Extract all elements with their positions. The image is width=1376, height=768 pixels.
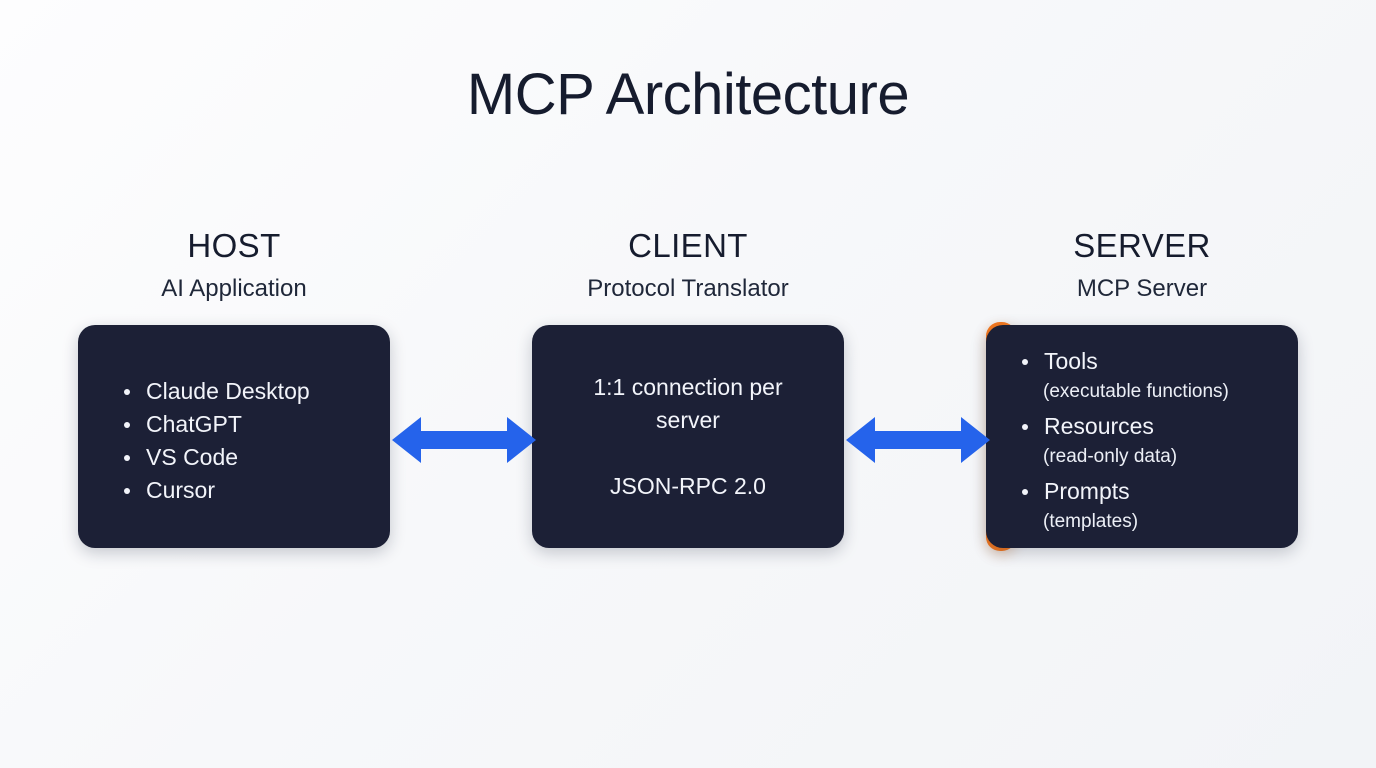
host-item-list: Claude Desktop ChatGPT VS Code Cursor bbox=[124, 375, 376, 507]
list-item[interactable]: Tools (executable functions) bbox=[1022, 345, 1284, 405]
server-item-label: Resources bbox=[1044, 413, 1154, 439]
list-item[interactable]: Claude Desktop bbox=[124, 375, 376, 408]
host-subtitle: AI Application bbox=[161, 274, 307, 302]
double-arrow-icon bbox=[390, 413, 538, 467]
list-item[interactable]: Resources (read-only data) bbox=[1022, 410, 1284, 470]
server-subtitle: MCP Server bbox=[1076, 274, 1208, 302]
client-subtitle: Protocol Translator bbox=[587, 274, 789, 302]
host-role-label: HOST bbox=[187, 227, 281, 264]
host-item-label: ChatGPT bbox=[146, 411, 242, 437]
server-card[interactable]: Tools (executable functions) Resources (… bbox=[986, 325, 1298, 548]
client-card[interactable]: 1:1 connection per server JSON-RPC 2.0 bbox=[532, 325, 844, 548]
double-arrow-icon bbox=[844, 413, 992, 467]
server-item-note: (templates) bbox=[1043, 511, 1139, 532]
client-protocol-text: JSON-RPC 2.0 bbox=[610, 472, 766, 499]
server-capability-list: Tools (executable functions) Resources (… bbox=[1022, 345, 1284, 540]
column-header-host: HOST AI Application bbox=[74, 226, 394, 303]
host-item-label: Claude Desktop bbox=[146, 378, 310, 404]
host-card[interactable]: Claude Desktop ChatGPT VS Code Cursor bbox=[78, 325, 390, 548]
list-item[interactable]: ChatGPT bbox=[124, 408, 376, 441]
server-item-note: (read-only data) bbox=[1043, 446, 1178, 467]
list-item[interactable]: VS Code bbox=[124, 441, 376, 474]
client-connection-text: 1:1 connection per server bbox=[593, 373, 783, 433]
page-title: MCP Architecture bbox=[466, 62, 910, 127]
column-header-server: SERVER MCP Server bbox=[982, 226, 1302, 303]
server-role-label: SERVER bbox=[1073, 227, 1211, 264]
list-item[interactable]: Cursor bbox=[124, 474, 376, 507]
server-item-note: (executable functions) bbox=[1043, 381, 1229, 402]
server-item-label: Prompts bbox=[1044, 478, 1130, 504]
column-header-client: CLIENT Protocol Translator bbox=[528, 226, 848, 303]
list-item[interactable]: Prompts (templates) bbox=[1022, 475, 1284, 535]
client-role-label: CLIENT bbox=[628, 227, 748, 264]
server-item-label: Tools bbox=[1044, 348, 1098, 374]
client-card-body: 1:1 connection per server JSON-RPC 2.0 bbox=[532, 325, 844, 548]
host-item-label: Cursor bbox=[146, 477, 216, 503]
host-item-label: VS Code bbox=[146, 444, 239, 470]
